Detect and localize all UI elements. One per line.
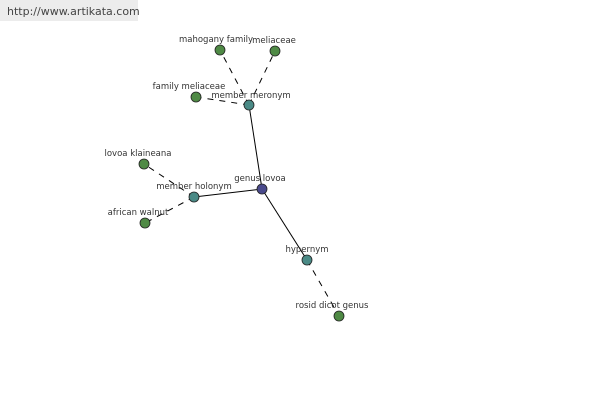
- node-label-rosid-dicot-genus: rosid dicot genus: [296, 301, 369, 311]
- node-label-meliaceae: meliaceae: [252, 36, 296, 46]
- edge-genus-lovoa-to-hypernym: [261, 188, 308, 261]
- node-african-walnut[interactable]: [139, 217, 151, 229]
- node-label-african-walnut: african walnut: [108, 208, 169, 218]
- node-member-meronym[interactable]: [243, 99, 255, 111]
- watermark-text: http://www.artikata.com: [7, 5, 140, 18]
- edge-member-holonym-to-lovoa-klaineana: [143, 163, 195, 198]
- edge-member-meronym-to-meliaceae: [248, 50, 276, 106]
- node-label-member-meronym: member meronym: [211, 91, 290, 101]
- node-lovoa-klaineana[interactable]: [138, 158, 150, 170]
- node-mahogany-family[interactable]: [214, 44, 226, 56]
- node-family-meliaceae[interactable]: [190, 91, 202, 103]
- edge-member-holonym-to-african-walnut: [144, 196, 195, 224]
- node-rosid-dicot-genus[interactable]: [333, 310, 345, 322]
- labels-layer: genus lovoa member meronym member holonym h…: [105, 35, 370, 311]
- edge-hypernym-to-rosid-dicot-genus: [306, 259, 340, 317]
- node-label-mahogany-family: mahogany family: [179, 35, 253, 45]
- node-label-genus-lovoa: genus lovoa: [234, 174, 286, 184]
- node-label-lovoa-klaineana: lovoa klaineana: [105, 149, 172, 159]
- edge-member-meronym-to-family-meliaceae: [195, 96, 250, 106]
- node-genus-lovoa[interactable]: [256, 183, 268, 195]
- node-meliaceae[interactable]: [269, 45, 281, 57]
- node-member-holonym[interactable]: [188, 191, 200, 203]
- edges-layer: [143, 49, 340, 317]
- node-label-hypernym: hypernym: [285, 245, 328, 255]
- edge-genus-lovoa-to-member-holonym: [193, 188, 263, 198]
- node-label-family-meliaceae: family meliaceae: [153, 82, 226, 92]
- watermark-bar: http://www.artikata.com: [0, 0, 140, 21]
- edge-genus-lovoa-to-member-meronym: [248, 104, 263, 190]
- node-label-member-holonym: member holonym: [156, 182, 231, 192]
- edge-member-meronym-to-mahogany-family: [219, 49, 250, 106]
- nodes-layer: [138, 44, 345, 322]
- node-hypernym[interactable]: [301, 254, 313, 266]
